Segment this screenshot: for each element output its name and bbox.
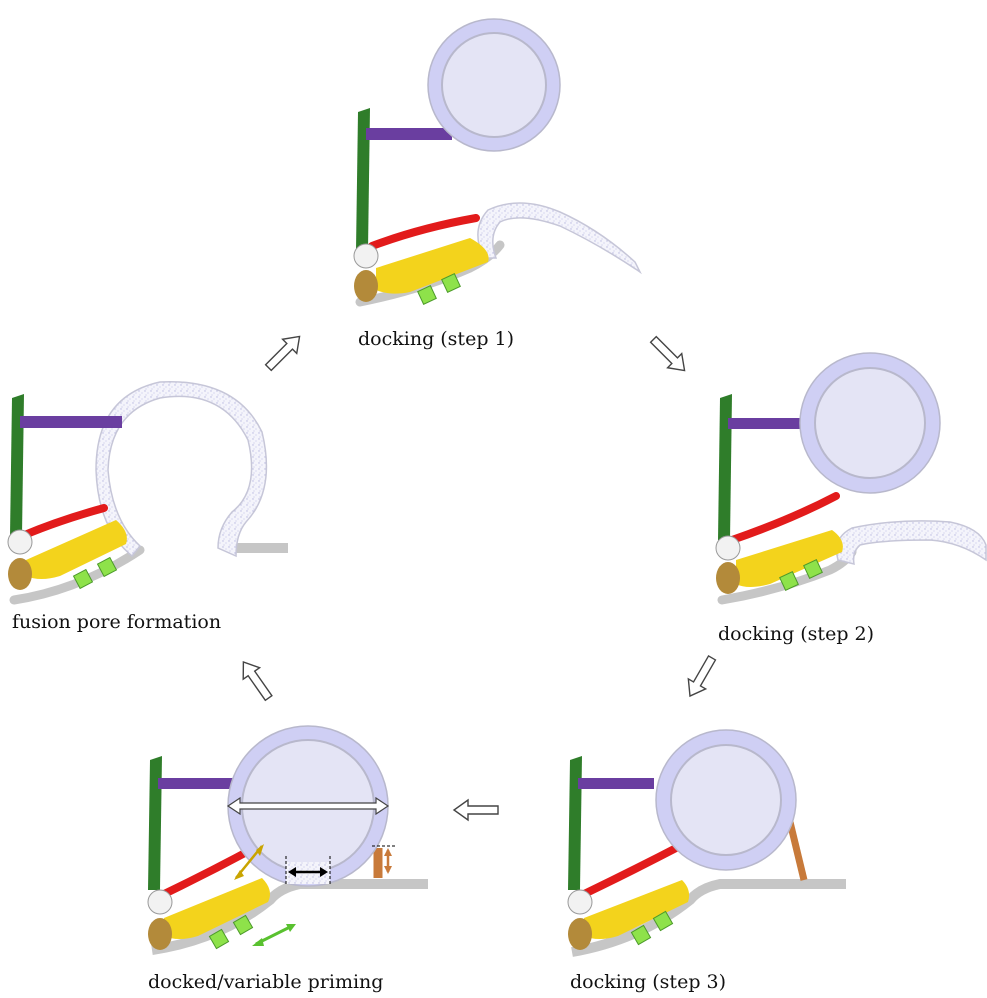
panel-docking-step3: docking (step 3) xyxy=(567,729,846,993)
white-bead xyxy=(715,535,741,561)
green-post xyxy=(148,756,162,890)
green-box xyxy=(803,559,823,579)
arrow-icon xyxy=(687,654,717,698)
arrow-icon xyxy=(242,660,273,702)
green-box xyxy=(208,928,230,950)
brown-bead xyxy=(8,558,32,590)
panel-label-step2: docking (step 2) xyxy=(718,623,874,645)
brown-bead xyxy=(354,270,378,302)
tether-height-arrow xyxy=(372,845,396,874)
yellow-protein xyxy=(584,880,690,939)
green-box xyxy=(441,273,461,293)
membrane-sheet xyxy=(835,520,987,566)
yellow-protein xyxy=(164,878,270,939)
panel-docking-step2: docking (step 2) xyxy=(715,352,987,645)
arrow-icon xyxy=(649,335,686,372)
green-post xyxy=(568,756,582,890)
panel-fusion-pore-formation: fusion pore formation xyxy=(7,380,288,633)
purple-link xyxy=(20,416,122,428)
green-box xyxy=(72,568,94,590)
purple-link xyxy=(728,418,806,429)
green-box xyxy=(630,924,652,946)
vesicle-core xyxy=(814,367,926,479)
green-box xyxy=(96,556,118,578)
wedge-length-arrow xyxy=(234,844,264,880)
vesicle-core xyxy=(670,744,782,856)
white-bead xyxy=(7,529,33,555)
fusion-pore-omega xyxy=(95,380,268,558)
brown-bead xyxy=(716,562,740,594)
panel-label-primed: docked/variable priming xyxy=(148,971,383,993)
membrane-sheet xyxy=(477,202,642,275)
cycle-arrows xyxy=(242,335,717,822)
purple-link xyxy=(366,128,452,140)
red-protein xyxy=(728,492,840,544)
panel-label-step1: docking (step 1) xyxy=(358,328,514,350)
red-protein xyxy=(368,214,480,250)
vesicle-core xyxy=(441,32,547,138)
yellow-protein xyxy=(26,520,127,579)
panel-label-step3: docking (step 3) xyxy=(570,971,726,993)
linker-length-arrow xyxy=(252,924,296,946)
red-protein xyxy=(18,504,108,540)
green-box xyxy=(652,910,674,932)
panel-docked-variable-priming: docked/variable priming xyxy=(147,725,428,993)
yellow-protein xyxy=(376,238,489,294)
yellow-protein xyxy=(736,530,843,587)
orange-tether xyxy=(786,821,808,881)
brown-bead xyxy=(568,918,592,950)
green-post xyxy=(10,394,24,536)
red-protein xyxy=(576,842,684,900)
diameter-arrow xyxy=(226,796,390,816)
white-bead xyxy=(147,889,173,915)
contact-width-arrow xyxy=(285,856,331,886)
plasma-membrane xyxy=(571,879,846,957)
green-box xyxy=(232,914,254,936)
green-box xyxy=(779,571,799,591)
white-bead xyxy=(567,889,593,915)
brown-bead xyxy=(148,918,172,950)
arrow-icon xyxy=(452,798,499,822)
purple-link xyxy=(578,778,654,789)
green-box xyxy=(417,285,437,305)
green-post xyxy=(356,108,370,250)
white-bead xyxy=(353,243,379,269)
panel-docking-step1: docking (step 1) xyxy=(353,18,642,350)
plasma-membrane xyxy=(151,879,428,955)
arrow-icon xyxy=(264,335,301,372)
panel-label-pore: fusion pore formation xyxy=(12,611,221,633)
green-post xyxy=(718,394,732,540)
purple-link xyxy=(158,778,238,789)
